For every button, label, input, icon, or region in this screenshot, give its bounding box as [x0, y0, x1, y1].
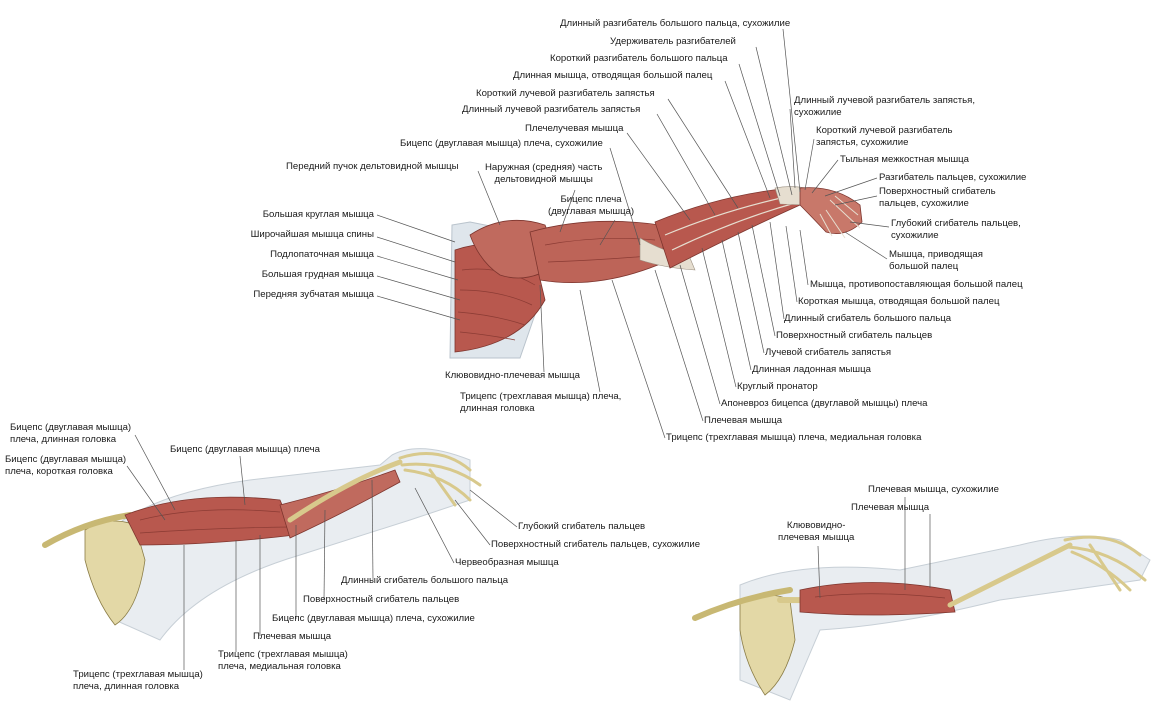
label-flexor-digitorum-superficialis: Поверхностный сгибатель пальцев: [776, 330, 933, 341]
hand: [799, 187, 863, 235]
forearm-bones: [947, 542, 1073, 608]
label-bl-fpl: Длинный сгибатель большого пальца: [341, 575, 509, 586]
label-ecrb-tendon: Короткий лучевой разгибатель запястья, с…: [816, 125, 953, 148]
label-abductor-pollicis-brevis: Короткая мышца, отводящая большой палец: [798, 296, 1000, 307]
forearm: [654, 187, 801, 269]
label-bl-triceps-medial: Трицепс (трехглавая мышца) плеча, медиал…: [218, 649, 348, 672]
label-extensor-pollicis-longus-tendon: Длинный разгибатель большого пальца, сух…: [560, 18, 791, 29]
label-ecrl-tendon: Длинный лучевой разгибатель запястья, су…: [794, 95, 976, 118]
label-bl-biceps-long-head: Бицепс (двуглавая мышца) плеча, длинная …: [10, 422, 132, 445]
label-bl-brachialis: Плечевая мышца: [253, 631, 332, 642]
label-dorsal-interosseous: Тыльная межкостная мышца: [840, 154, 970, 165]
label-br-coracobrachialis: Клювовидно- плечевая мышца: [778, 520, 855, 543]
label-extensor-pollicis-brevis: Короткий разгибатель большого пальца: [550, 53, 728, 64]
forearm-bones: [287, 459, 403, 523]
label-biceps-tendon: Бицепс (двуглавая мышца) плеча, сухожили…: [400, 138, 603, 149]
label-subscapularis: Подлопаточная мышца: [270, 249, 374, 260]
label-triceps-medial-head: Трицепс (трехглавая мышца) плеча, медиал…: [666, 432, 922, 443]
clavicle: [42, 512, 133, 548]
label-lateral-deltoid: Наружная (средняя) часть дельтовидной мы…: [485, 162, 603, 185]
label-opponens-pollicis: Мышца, противопоставляющая большой палец: [810, 279, 1023, 290]
label-br-brachialis-tendon: Плечевая мышца, сухожилие: [868, 484, 999, 495]
label-bl-biceps-short-head: Бицепс (двуглавая мышца) плеча, короткая…: [5, 454, 127, 477]
leader-lines: [126, 28, 931, 670]
label-extensor-retinaculum: Удерживатель разгибателей: [610, 36, 736, 47]
label-extensor-digitorum-tendon: Разгибатель пальцев, сухожилие: [879, 172, 1027, 183]
forearm-muscles: [279, 469, 401, 539]
label-latissimus-dorsi: Широчайшая мышца спины: [250, 229, 374, 240]
label-flexor-carpi-radialis: Лучевой сгибатель запястья: [765, 347, 892, 358]
label-bl-fds-tendon: Поверхностный сгибатель пальцев, сухожил…: [491, 539, 701, 550]
clavicle: [692, 587, 793, 621]
upper-arm-muscles: [124, 496, 296, 546]
label-fdp-tendon: Глубокий сгибатель пальцев, сухожилие: [891, 218, 1021, 241]
hand-bones: [1063, 535, 1147, 592]
label-brachioradialis: Плечелучевая мышца: [525, 123, 624, 134]
bottom-left-arm-illustration: [42, 448, 482, 641]
label-ecrb: Короткий лучевой разгибатель запястья: [476, 88, 655, 99]
label-flexor-pollicis-longus: Длинный сгибатель большого пальца: [784, 313, 952, 324]
label-adductor-pollicis: Мышца, приводящая большой палец: [889, 249, 983, 272]
label-ecrl: Длинный лучевой разгибатель запястья: [462, 104, 641, 115]
label-bl-fds: Поверхностный сгибатель пальцев: [303, 594, 460, 605]
label-palmaris-longus: Длинная ладонная мышца: [752, 364, 871, 375]
bottom-right-arm-illustration: [692, 535, 1151, 701]
hand-bones: [398, 452, 482, 507]
label-bicipital-aponeurosis: Апоневроз бицепса (двуглавой мышцы) плеч…: [721, 398, 928, 409]
label-bl-lumbrical: Червеобразная мышца: [455, 557, 559, 568]
top-arm-illustration: [449, 186, 863, 359]
label-bl-fdp: Глубокий сгибатель пальцев: [518, 521, 646, 532]
label-biceps-brachii: Бицепс плеча (двуглавая мышца): [548, 194, 635, 217]
label-bl-biceps: Бицепс (двуглавая мышца) плеча: [170, 444, 320, 455]
label-abductor-pollicis-longus: Длинная мышца, отводящая большой палец: [513, 70, 713, 81]
label-teres-major: Большая круглая мышца: [262, 209, 374, 220]
label-br-brachialis: Плечевая мышца: [851, 502, 930, 513]
label-anterior-deltoid: Передний пучок дельтовидной мышцы: [286, 161, 459, 172]
label-brachialis: Плечевая мышца: [704, 415, 783, 426]
label-coracobrachialis: Клювовидно-плечевая мышца: [445, 370, 580, 381]
body-silhouette: [99, 448, 471, 641]
brachialis-muscle: [799, 582, 956, 616]
label-pronator-teres: Круглый пронатор: [737, 381, 818, 392]
scapula: [84, 520, 146, 626]
label-pectoralis-major: Большая грудная мышца: [261, 269, 374, 280]
label-fds-tendon: Поверхностный сгибатель пальцев, сухожил…: [879, 186, 996, 209]
label-bl-biceps-tendon: Бицепс (двуглавая мышца) плеча, сухожили…: [272, 613, 475, 624]
label-serratus-anterior: Передняя зубчатая мышца: [253, 289, 374, 300]
label-triceps-long-head: Трицепс (трехглавая мышца) плеча, длинна…: [460, 391, 622, 414]
label-bl-triceps-long: Трицепс (трехглавая мышца) плеча, длинна…: [73, 669, 203, 692]
